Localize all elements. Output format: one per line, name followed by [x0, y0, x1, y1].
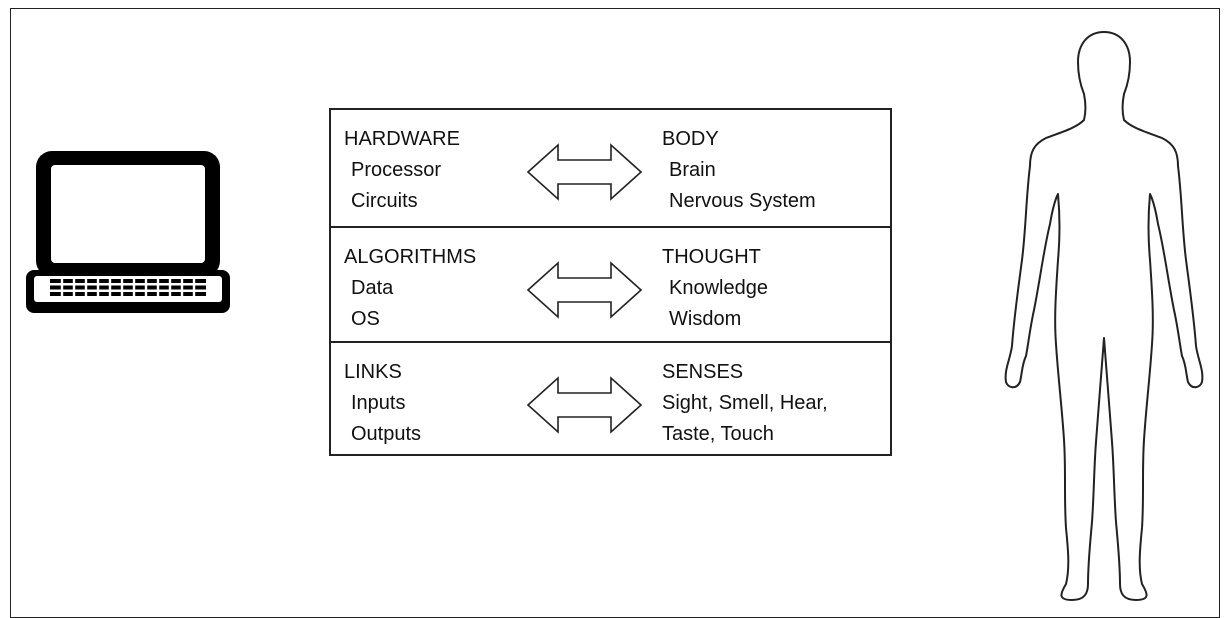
senses-column: SENSES Sight, Smell, Hear, Taste, Touch — [662, 357, 828, 450]
algorithms-column: ALGORITHMS Data OS — [344, 242, 476, 335]
links-heading: LINKS — [344, 361, 402, 383]
senses-line-1: Sight, Smell, Hear, — [662, 392, 828, 414]
body-column: BODY Brain Nervous System — [662, 124, 816, 217]
algorithms-heading: ALGORITHMS — [344, 246, 477, 268]
data-label: Data — [351, 277, 394, 299]
table-row-algorithms-thought: ALGORITHMS Data OS THOUGHT Knowledge Wis… — [331, 226, 890, 343]
thought-column: THOUGHT Knowledge Wisdom — [662, 242, 768, 335]
circuits-label: Circuits — [351, 190, 418, 212]
nervous-system-label: Nervous System — [669, 190, 816, 212]
wisdom-label: Wisdom — [669, 308, 742, 330]
senses-heading: SENSES — [662, 361, 744, 383]
senses-line-2: Taste, Touch — [662, 423, 774, 445]
table-row-hardware-body: HARDWARE Processor Circuits BODY Brain N… — [331, 110, 890, 225]
double-headed-arrow-icon — [526, 143, 643, 201]
processor-label: Processor — [351, 159, 442, 181]
comparison-table: HARDWARE Processor Circuits BODY Brain N… — [329, 108, 892, 456]
knowledge-label: Knowledge — [669, 277, 768, 299]
outputs-label: Outputs — [351, 423, 422, 445]
thought-heading: THOUGHT — [662, 246, 761, 268]
human-silhouette-icon — [1004, 31, 1204, 601]
double-headed-arrow-icon — [526, 376, 643, 434]
links-column: LINKS Inputs Outputs — [344, 357, 421, 450]
brain-label: Brain — [669, 159, 716, 181]
hardware-heading: HARDWARE — [344, 128, 460, 150]
table-row-links-senses: LINKS Inputs Outputs SENSES Sight, Smell… — [331, 341, 890, 458]
double-headed-arrow-icon — [526, 261, 643, 319]
body-heading: BODY — [662, 128, 719, 150]
os-label: OS — [351, 308, 380, 330]
laptop-icon — [26, 151, 230, 313]
inputs-label: Inputs — [351, 392, 406, 414]
hardware-column: HARDWARE Processor Circuits — [344, 124, 460, 217]
